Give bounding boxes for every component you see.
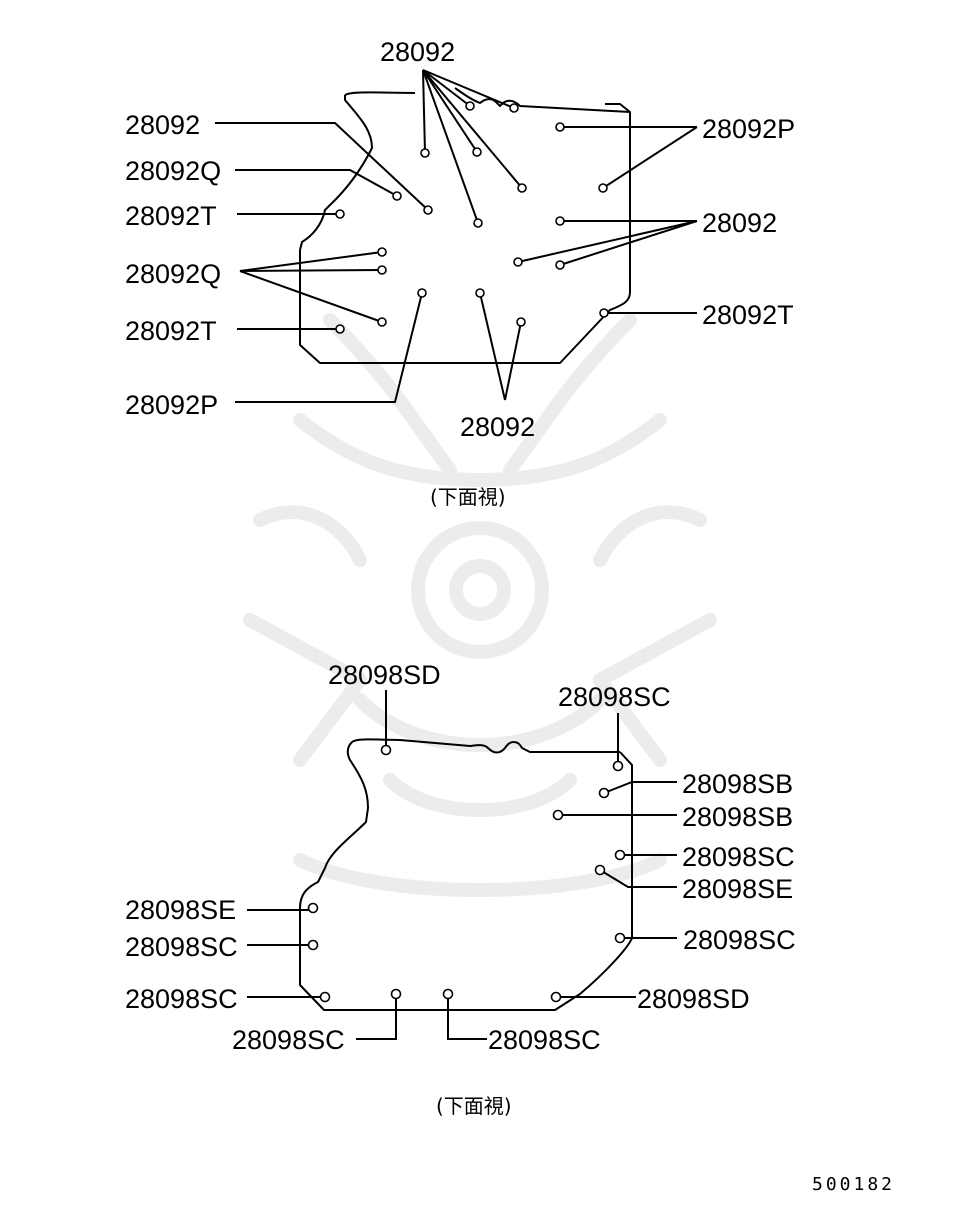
top-part-labels: 28092 28092 28092Q 28092T 28092Q 28092T … [125,37,795,442]
part-label: 28092T [702,300,794,330]
part-label: 28092Q [125,156,221,186]
part-label: 28092T [125,201,217,231]
part-label: 28098SB [682,802,793,832]
view-caption: (下面視) [430,485,506,509]
part-label: 28098SB [682,769,793,799]
part-label: 28092P [125,390,218,420]
watermark-emblem [243,313,717,897]
top-valve-body-outline [299,87,631,364]
part-label: 28098SC [125,984,238,1014]
top-leader-lines [215,69,698,403]
part-label: 28092 [702,208,777,238]
part-label: 28098SD [328,660,441,690]
part-label: 28098SC [558,682,671,712]
part-label: 28092 [125,110,200,140]
view-caption: (下面視) [436,1094,512,1118]
part-label: 28092T [125,316,217,346]
bottom-part-labels: 28098SD 28098SC 28098SB 28098SB 28098SC … [125,660,796,1055]
part-label: 28098SE [125,895,236,925]
bottom-valve-body-outline [299,738,633,1011]
figure-code: 500182 [812,1174,895,1195]
part-label: 28098SE [682,874,793,904]
bottom-bolt-markers [307,744,626,1003]
part-label: 28098SC [488,1025,601,1055]
top-bolt-markers [335,101,609,334]
part-label: 28098SD [637,984,750,1014]
part-label: 28098SC [232,1025,345,1055]
part-label: 28092Q [125,259,221,289]
part-label: 28092P [702,114,795,144]
part-label: 28098SC [682,842,795,872]
bottom-leader-lines [247,690,677,1040]
part-label: 28092 [380,37,455,67]
part-label: 28098SC [683,925,796,955]
part-label: 28098SC [125,932,238,962]
part-label: 28092 [460,412,535,442]
